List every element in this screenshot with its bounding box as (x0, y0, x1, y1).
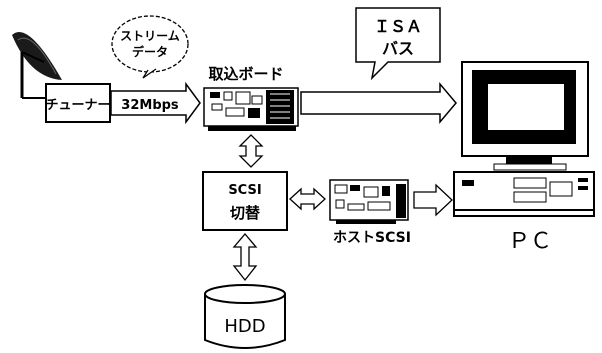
bitrate-label: 32Mbps (121, 98, 179, 113)
scsi-host-double-arrow (289, 187, 326, 211)
isa-bus-bubble (355, 7, 441, 81)
scsi-hdd-double-arrow (232, 232, 258, 282)
capture-board-label: 取込ボード (208, 65, 283, 83)
satellite-dish-icon (12, 32, 62, 99)
host-to-pc-arrow (413, 183, 453, 217)
board-scsi-double-arrow (238, 134, 264, 168)
stream-data-bubble (111, 15, 189, 79)
pc-label: ＰＣ (508, 229, 552, 254)
scsi-switch-line2: 切替 (230, 204, 261, 222)
isa-bus-line1: ＩＳＡ (374, 17, 422, 36)
isa-bus-line2: バス (382, 39, 414, 58)
host-scsi-card-icon (329, 179, 409, 224)
scsi-switch-line1: SCSI (228, 183, 261, 198)
stream-data-line1: ストリーム (120, 29, 180, 43)
tuner-label: チューナー (45, 98, 110, 113)
host-scsi-label: ホストSCSI (333, 230, 411, 246)
scsi-switch-box (202, 171, 288, 231)
capture-board-icon (203, 87, 299, 131)
board-to-pc-arrow (300, 81, 457, 125)
hdd-label: HDD (224, 316, 265, 337)
tuner-to-board-arrow (110, 81, 201, 125)
pc-icon (453, 61, 595, 217)
tuner-box (45, 83, 111, 123)
hdd-cylinder-icon (204, 284, 286, 349)
stream-data-line2: データ (132, 44, 168, 59)
